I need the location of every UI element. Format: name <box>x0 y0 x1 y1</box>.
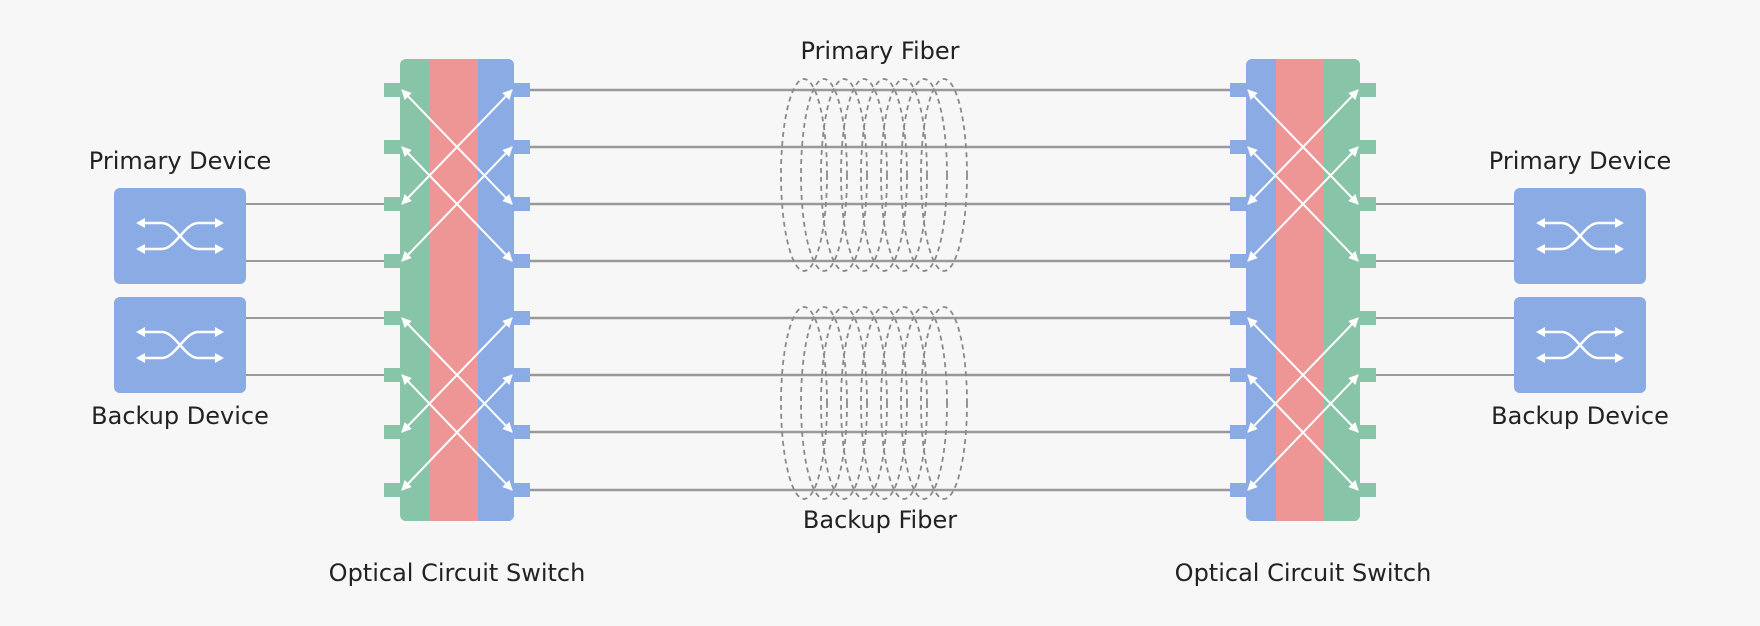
left-optical-switch-port-right-1 <box>512 83 530 97</box>
left-optical-switch-cross-path-8 <box>401 374 513 491</box>
right-backup-device-arrowheads <box>1536 327 1624 363</box>
arrowhead-4 <box>215 353 224 363</box>
left-optical-switch-port-right-8 <box>512 483 530 497</box>
arrowhead-3 <box>1536 353 1545 363</box>
primary-fiber-label: Primary Fiber <box>800 37 960 65</box>
fiber-coil-loop-2 <box>800 306 848 500</box>
arrowhead-4 <box>1615 353 1624 363</box>
backup-fiber-coil <box>780 306 968 500</box>
arrowhead-1 <box>1536 327 1545 337</box>
left-optical-switch-port-right-4 <box>512 254 530 268</box>
backup-fiber-label: Backup Fiber <box>802 506 958 534</box>
fiber-coil-loop-4 <box>840 78 888 272</box>
right-optical-switch-port-left-4 <box>1230 254 1248 268</box>
left-switch-label: Optical Circuit Switch <box>328 559 586 587</box>
left-optical-switch-port-left-8 <box>384 483 402 497</box>
fiber-coil-loop-4 <box>840 306 888 500</box>
left-optical-switch-center-stripe <box>430 59 478 521</box>
left-backup-device-label: Backup Device <box>91 402 269 430</box>
right-optical-switch-cross-path-8 <box>1247 374 1359 491</box>
right-backup-device <box>1514 297 1646 393</box>
right-optical-switch-port-right-6 <box>1358 368 1376 382</box>
right-optical-switch-port-right-1 <box>1358 83 1376 97</box>
arrowhead-4 <box>215 244 224 254</box>
fiber-coil-loop-5 <box>860 306 908 500</box>
arrowhead-2 <box>215 327 224 337</box>
fiber-coil-loop-1 <box>780 78 828 272</box>
left-optical-switch-port-left-6 <box>384 368 402 382</box>
arrowhead-3 <box>136 244 145 254</box>
arrowhead-1 <box>136 218 145 228</box>
left-optical-switch-port-left-5 <box>384 311 402 325</box>
left-optical-switch-port-left-1 <box>384 83 402 97</box>
left-optical-switch-cross-path-4 <box>401 146 513 262</box>
arrowhead-3 <box>1536 244 1545 254</box>
left-optical-switch <box>384 59 530 521</box>
right-optical-switch-port-right-2 <box>1358 140 1376 154</box>
right-optical-switch-cross-path-4 <box>1247 146 1359 262</box>
right-optical-switch-port-left-8 <box>1230 483 1248 497</box>
left-optical-switch-port-left-2 <box>384 140 402 154</box>
left-primary-device-label: Primary Device <box>88 147 272 175</box>
fiber-coil-loop-3 <box>820 306 868 500</box>
left-optical-switch-port-right-2 <box>512 140 530 154</box>
fiber-coil-loop-6 <box>880 306 928 500</box>
right-optical-switch-port-right-3 <box>1358 197 1376 211</box>
arrowhead-2 <box>1615 327 1624 337</box>
left-optical-switch-right-stripe-fill <box>478 59 490 521</box>
left-backup-device <box>114 297 246 393</box>
right-primary-device <box>1514 188 1646 284</box>
right-optical-switch-port-left-2 <box>1230 140 1248 154</box>
fiber-coil-loop-3 <box>820 78 868 272</box>
right-optical-switch-port-right-5 <box>1358 311 1376 325</box>
crossover-arrows-icon <box>140 221 220 251</box>
arrowhead-1 <box>136 327 145 337</box>
arrowhead-1 <box>1536 218 1545 228</box>
left-optical-switch-port-right-5 <box>512 311 530 325</box>
right-optical-switch-port-left-5 <box>1230 311 1248 325</box>
left-primary-device-arrowheads <box>136 218 224 254</box>
right-optical-switch-port-left-7 <box>1230 425 1248 439</box>
left-optical-switch-port-left-4 <box>384 254 402 268</box>
fiber-coil-loop-8 <box>920 78 968 272</box>
arrowhead-3 <box>136 353 145 363</box>
fiber-coil-loop-7 <box>900 306 948 500</box>
fiber-coil-loop-2 <box>800 78 848 272</box>
fiber-coil-loop-8 <box>920 306 968 500</box>
arrowhead-2 <box>215 218 224 228</box>
right-optical-switch-port-left-1 <box>1230 83 1248 97</box>
right-optical-switch-port-left-3 <box>1230 197 1248 211</box>
right-optical-switch <box>1230 59 1376 521</box>
right-optical-switch-center-stripe <box>1276 59 1324 521</box>
left-optical-switch-port-right-3 <box>512 197 530 211</box>
primary-fiber-coil <box>780 78 968 272</box>
left-optical-switch-port-right-7 <box>512 425 530 439</box>
crossover-arrows-icon <box>1540 221 1620 251</box>
left-optical-switch-port-left-7 <box>384 425 402 439</box>
right-optical-switch-port-right-7 <box>1358 425 1376 439</box>
left-primary-device <box>114 188 246 284</box>
left-optical-switch-port-left-3 <box>384 197 402 211</box>
right-optical-switch-right-stripe-fill <box>1324 59 1336 521</box>
fiber-coil-loop-1 <box>780 306 828 500</box>
arrowhead-2 <box>1615 218 1624 228</box>
fiber-coil-loop-6 <box>880 78 928 272</box>
crossover-arrows-icon <box>1540 330 1620 360</box>
left-optical-switch-port-right-6 <box>512 368 530 382</box>
right-backup-device-label: Backup Device <box>1491 402 1669 430</box>
right-optical-switch-port-right-8 <box>1358 483 1376 497</box>
left-backup-device-arrowheads <box>136 327 224 363</box>
right-switch-label: Optical Circuit Switch <box>1174 559 1432 587</box>
fiber-coil-loop-5 <box>860 78 908 272</box>
right-primary-device-arrowheads <box>1536 218 1624 254</box>
fiber-coil-loop-7 <box>900 78 948 272</box>
right-optical-switch-port-left-6 <box>1230 368 1248 382</box>
crossover-arrows-icon <box>140 330 220 360</box>
right-primary-device-label: Primary Device <box>1488 147 1672 175</box>
arrowhead-4 <box>1615 244 1624 254</box>
right-optical-switch-port-right-4 <box>1358 254 1376 268</box>
